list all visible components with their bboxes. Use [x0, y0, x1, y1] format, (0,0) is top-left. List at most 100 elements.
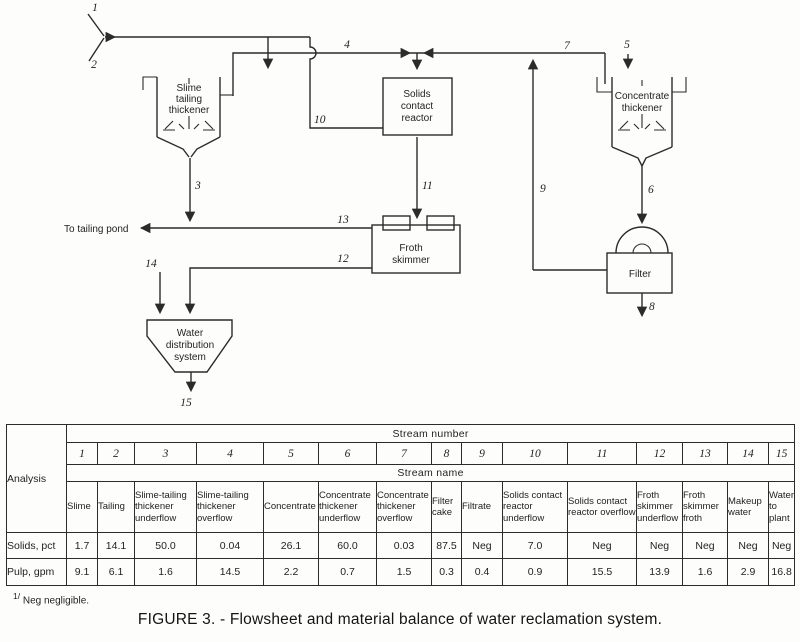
water-distribution-shape — [146, 319, 233, 373]
pulp-value: 2.9 — [727, 558, 769, 586]
slime-thickener-label-line1: Slime — [176, 83, 201, 94]
stream-name-cell: Makeup water — [727, 481, 769, 533]
stream-number-header: Stream number — [65, 424, 796, 443]
slime-thickener-rake — [163, 78, 215, 131]
stream-number-row: 1 2 3 4 5 6 7 8 9 10 11 12 13 14 15 — [7, 442, 796, 465]
pulp-value: 1.6 — [134, 558, 197, 586]
concentrate-thickener-launders — [596, 77, 687, 93]
slime-thickener-left-launder — [142, 76, 157, 90]
row-label-solids: Solids, pct — [6, 532, 67, 559]
analysis-label: Analysis — [6, 424, 67, 533]
slime-thickener-walls — [156, 77, 221, 137]
stream-1-line — [87, 13, 105, 37]
stream-name-cell: Concentrate — [263, 481, 319, 533]
reactor-label-line1: Solids — [403, 89, 430, 100]
material-balance-table: Analysis Stream number 1 2 3 4 5 6 7 8 9… — [6, 424, 796, 586]
stream-name-cell: Filter cake — [431, 481, 462, 533]
slime-thickener-label-line3: thickener — [169, 105, 210, 116]
stream-number-cell: 1 — [66, 442, 98, 465]
stream-name-cell: Slime-tailing thickener underflow — [134, 481, 197, 533]
solids-value: Neg — [682, 532, 728, 559]
stream-number-cell: 13 — [682, 442, 728, 465]
stream-number-cell: 7 — [376, 442, 432, 465]
slime-thickener-funnel — [156, 136, 221, 158]
pulp-value: 0.4 — [461, 558, 503, 586]
solids-value: Neg — [461, 532, 503, 559]
stream-label-10: 10 — [314, 114, 326, 126]
stream-number-cell: 14 — [727, 442, 769, 465]
filter-drum — [615, 226, 669, 254]
solids-value: 26.1 — [263, 532, 319, 559]
solids-pct-row: Solids, pct 1.7 14.1 50.0 0.04 26.1 60.0… — [6, 532, 796, 559]
pulp-value: 0.7 — [318, 558, 377, 586]
solids-value: 7.0 — [502, 532, 568, 559]
solids-value: Neg — [567, 532, 637, 559]
stream-label-3: 3 — [194, 180, 201, 192]
stream-label-15: 15 — [180, 397, 192, 409]
solids-value: Neg — [727, 532, 769, 559]
solids-value: 60.0 — [318, 532, 377, 559]
concentrate-thickener-label-line1: Concentrate — [615, 91, 670, 102]
footnote-marker: 1/ — [13, 591, 21, 601]
solids-value: 50.0 — [134, 532, 197, 559]
concentrate-thickener-walls — [611, 77, 673, 147]
footnote-text: Neg negligible. — [22, 595, 90, 607]
stream-label-2: 2 — [91, 59, 97, 71]
filter-drum-hub — [632, 243, 652, 254]
figure-caption: FIGURE 3. - Flowsheet and material balan… — [137, 611, 663, 628]
concentrate-thickener-rake — [618, 80, 666, 131]
stream-label-11: 11 — [422, 180, 433, 192]
water-dist-label-line2: distribution — [166, 340, 214, 351]
pulp-value: 13.9 — [636, 558, 683, 586]
stream-number-cell: 10 — [502, 442, 568, 465]
solids-value: 1.7 — [66, 532, 98, 559]
froth-skimmer-box — [371, 224, 461, 274]
stream-4-7-line — [232, 52, 605, 96]
solids-contact-reactor-box — [382, 77, 453, 136]
filter-label: Filter — [629, 269, 652, 280]
froth-skimmer-paddle-left — [382, 215, 411, 231]
stream-number-cell: 11 — [567, 442, 637, 465]
stream-label-9: 9 — [540, 183, 546, 195]
stream-number-cell: 9 — [461, 442, 503, 465]
stream-name-cell: Concentrate thickener underflow — [318, 481, 377, 533]
pulp-value: 1.5 — [376, 558, 432, 586]
solids-value: 0.04 — [196, 532, 264, 559]
stream-10-line — [309, 37, 383, 129]
stream-number-cell: 8 — [431, 442, 462, 465]
stream-label-4: 4 — [344, 39, 350, 51]
stream-number-cell: 3 — [134, 442, 197, 465]
stream-name-cell: Solids contact reactor underflow — [502, 481, 568, 533]
pulp-value: 2.2 — [263, 558, 319, 586]
row-label-pulp: Pulp, gpm — [6, 558, 67, 586]
reactor-label-line3: reactor — [401, 113, 433, 124]
stream-name-cell: Slime-tailing thickener overflow — [196, 481, 264, 533]
concentrate-thickener-funnel — [611, 146, 673, 167]
solids-value: 14.1 — [97, 532, 135, 559]
stream-number-cell: 5 — [263, 442, 319, 465]
stream-name-cell: Solids contact reactor overflow — [567, 481, 637, 533]
froth-skimmer-label-line1: Froth — [399, 243, 422, 254]
stream-label-7: 7 — [564, 40, 571, 52]
froth-skimmer-paddle-right — [426, 215, 455, 231]
footnote: 1/ Neg negligible. — [13, 591, 89, 606]
pulp-value: 1.6 — [682, 558, 728, 586]
stream-name-cell: Froth skimmer underflow — [636, 481, 683, 533]
stream-name-cell: Filtrate — [461, 481, 503, 533]
concentrate-thickener-label-line2: thickener — [622, 103, 663, 114]
stream-label-5: 5 — [624, 39, 630, 51]
pulp-value: 15.5 — [567, 558, 637, 586]
stream-2-line — [88, 37, 105, 62]
to-tailing-pond-label: To tailing pond — [64, 224, 129, 235]
solids-value: 87.5 — [431, 532, 462, 559]
solids-value: 0.03 — [376, 532, 432, 559]
pulp-value: 6.1 — [97, 558, 135, 586]
pulp-value: 9.1 — [66, 558, 98, 586]
stream-name-cell: Concentrate thickener overflow — [376, 481, 432, 533]
stream-name-cell: Froth skimmer froth — [682, 481, 728, 533]
stream-name-cell: Tailing — [97, 481, 135, 533]
pulp-gpm-row: Pulp, gpm 9.1 6.1 1.6 14.5 2.2 0.7 1.5 0… — [6, 558, 796, 586]
stream-name-header: Stream name — [65, 464, 796, 482]
stream-12-line — [184, 267, 372, 315]
stream-label-1: 1 — [92, 2, 98, 14]
